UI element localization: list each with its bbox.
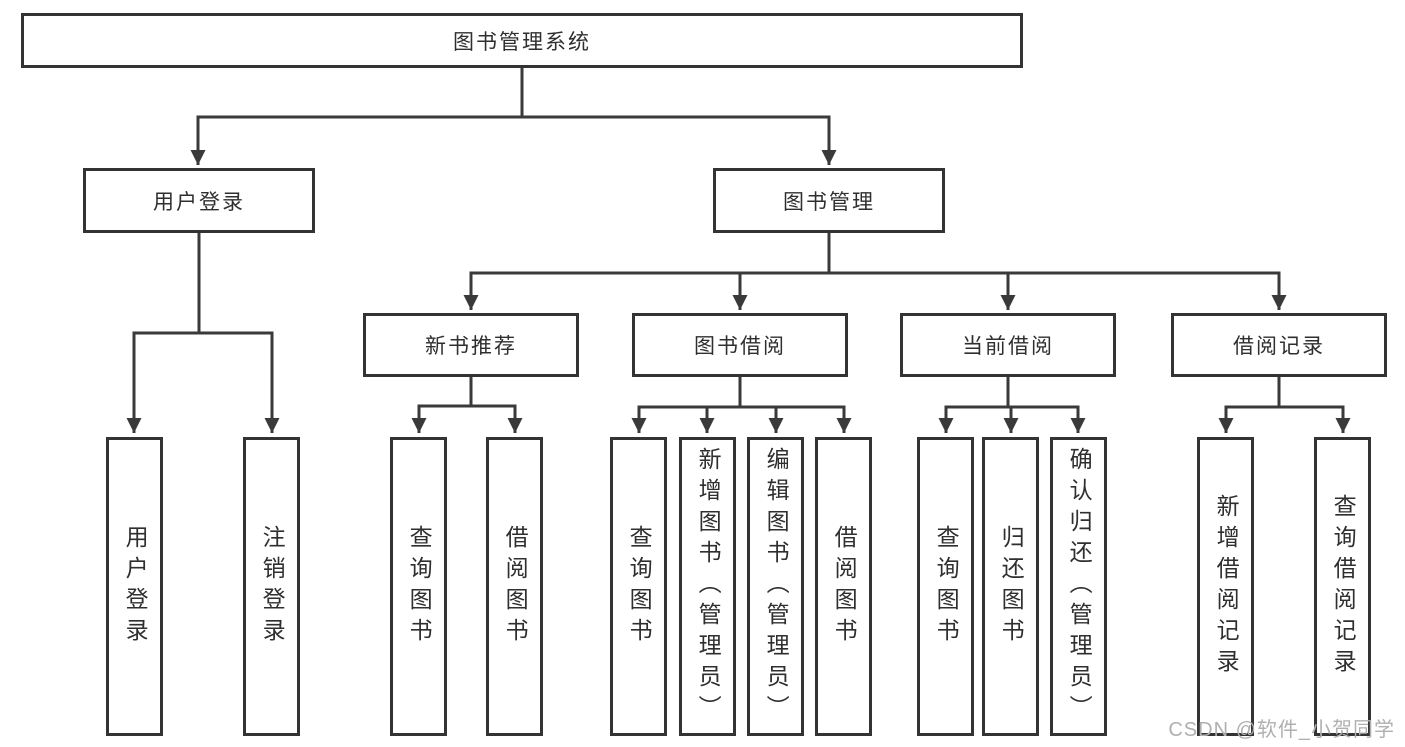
node-label: 图书管理 [783, 190, 875, 214]
node-label: 归还图书 [998, 524, 1025, 649]
node-label: 查询借阅记录 [1330, 493, 1357, 680]
elbow-book-mgmt [469, 231, 1281, 275]
node-label: 图书管理系统 [453, 30, 591, 54]
node-library-management-system: 图书管理系统 [21, 13, 1023, 68]
node-label: 确认归还（管理员） [1066, 447, 1093, 726]
node-label: 新书推荐 [425, 335, 517, 358]
node-user-login-leaf: 用户登录 [106, 437, 163, 736]
node-query-books-recommend: 查询图书 [390, 437, 447, 736]
elbow-new-book [417, 375, 517, 408]
node-query-books-borrow: 查询图书 [610, 437, 667, 736]
node-label: 注销登录 [259, 524, 286, 649]
node-query-books-current: 查询图书 [917, 437, 974, 736]
node-label: 新增图书（管理员） [695, 447, 722, 726]
node-borrow-books-leaf: 借阅图书 [815, 437, 872, 736]
elbow-root [196, 66, 831, 119]
csdn-watermark: CSDN @软件_小贺同学 [1168, 719, 1395, 741]
node-label: 图书借阅 [694, 335, 786, 358]
node-label: 借阅图书 [831, 524, 858, 649]
node-borrowing-records: 借阅记录 [1171, 313, 1387, 377]
node-label: 借阅记录 [1233, 335, 1325, 358]
node-label: 查询图书 [933, 524, 960, 649]
node-label: 借阅图书 [502, 524, 529, 649]
node-label: 用户登录 [153, 190, 245, 214]
node-logout: 注销登录 [243, 437, 300, 736]
elbow-book-borrow [637, 375, 846, 409]
node-current-borrowing: 当前借阅 [900, 313, 1116, 377]
elbow-borrow-records [1224, 375, 1345, 409]
node-add-book-admin: 新增图书（管理员） [679, 437, 736, 736]
node-add-borrow-record: 新增借阅记录 [1197, 437, 1254, 736]
node-edit-book-admin: 编辑图书（管理员） [747, 437, 804, 736]
node-return-book: 归还图书 [982, 437, 1039, 736]
node-confirm-return-admin: 确认归还（管理员） [1050, 437, 1107, 736]
node-label: 编辑图书（管理员） [763, 447, 790, 726]
node-borrow-books-recommend: 借阅图书 [486, 437, 543, 736]
node-book-borrowing: 图书借阅 [632, 313, 848, 377]
node-label: 当前借阅 [962, 335, 1054, 358]
node-label: 查询图书 [406, 524, 433, 649]
elbow-current-borrow [944, 375, 1080, 409]
node-new-book-recommend: 新书推荐 [363, 313, 579, 377]
node-label: 新增借阅记录 [1213, 493, 1240, 680]
node-book-management-module: 图书管理 [713, 168, 945, 233]
node-user-login-module: 用户登录 [83, 168, 315, 233]
node-query-borrow-record: 查询借阅记录 [1314, 437, 1371, 736]
elbow-user-login [132, 231, 274, 335]
node-label: 查询图书 [626, 524, 653, 649]
node-label: 用户登录 [122, 524, 149, 649]
